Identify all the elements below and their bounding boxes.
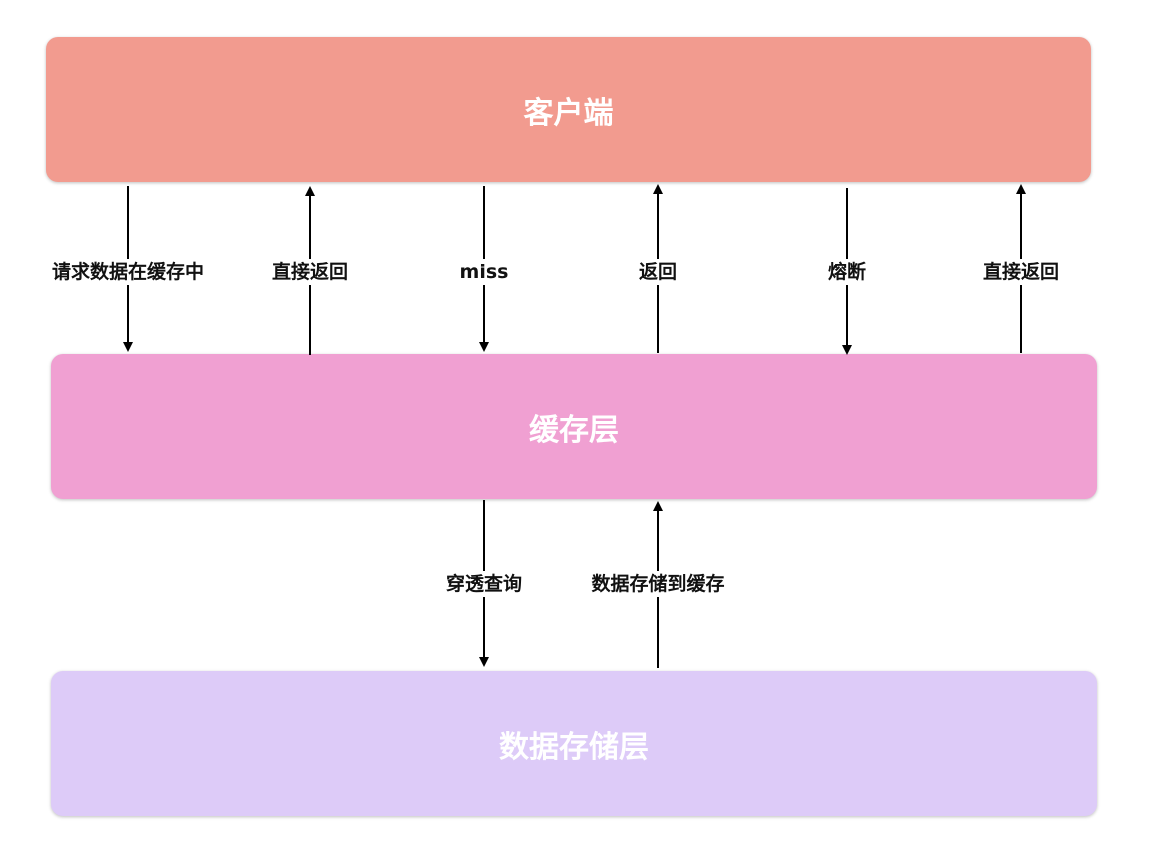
arrow-label-circuit-break: 熔断 bbox=[825, 259, 869, 285]
arrow-label-return-direct-1: 直接返回 bbox=[269, 259, 351, 285]
storage-layer: 数据存储层 bbox=[51, 671, 1097, 816]
arrow-label-store-to-cache: 数据存储到缓存 bbox=[589, 571, 727, 597]
arrow-label-miss: miss bbox=[457, 259, 511, 285]
cache-layer: 缓存层 bbox=[51, 354, 1097, 499]
client-layer: 客户端 bbox=[46, 37, 1091, 182]
arrow-label-return-direct-2: 直接返回 bbox=[980, 259, 1062, 285]
arrow-label-penetrate-query: 穿透查询 bbox=[443, 571, 525, 597]
cache-layer-label: 缓存层 bbox=[529, 412, 619, 448]
arrow-label-return: 返回 bbox=[636, 259, 680, 285]
storage-layer-label: 数据存储层 bbox=[499, 729, 649, 765]
arrow-label-request: 请求数据在缓存中 bbox=[49, 259, 207, 285]
client-layer-label: 客户端 bbox=[523, 95, 614, 131]
